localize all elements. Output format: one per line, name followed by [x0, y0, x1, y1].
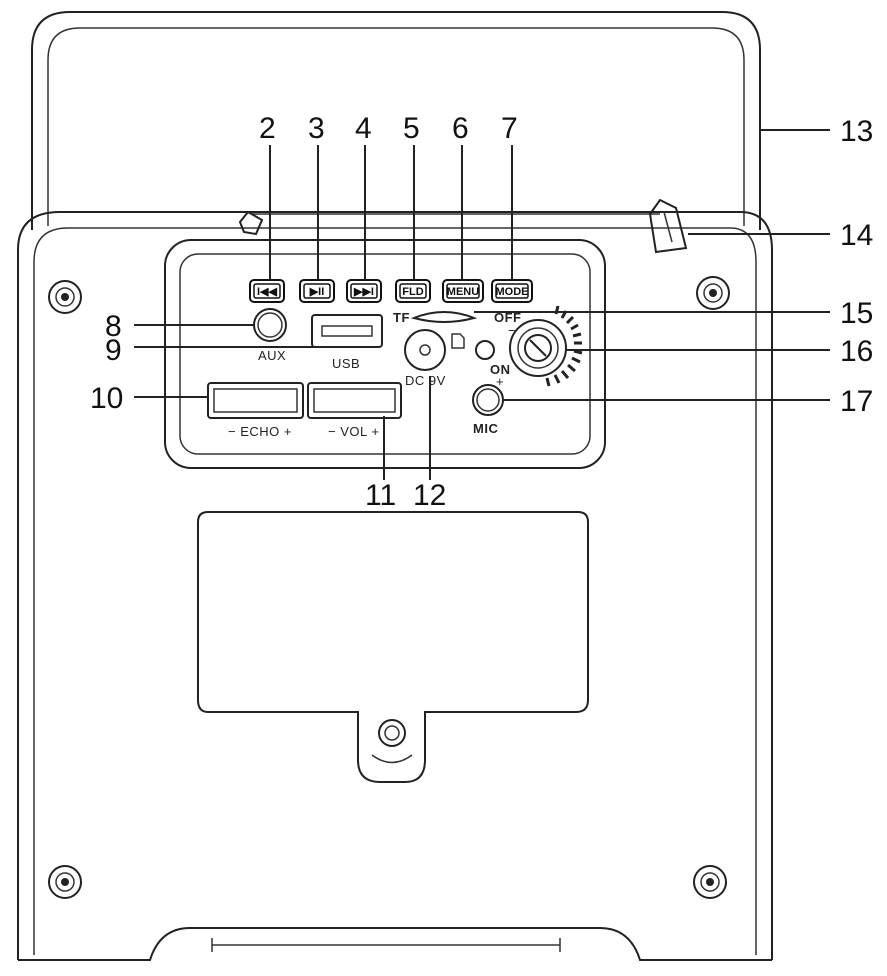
plus-label: + — [496, 374, 504, 389]
callout-5: 5 — [403, 112, 420, 145]
off-label: OFF — [494, 310, 522, 325]
callout-12: 12 — [413, 479, 446, 512]
callout-10: 10 — [90, 382, 123, 415]
next-track-label: ▶▶I — [353, 286, 374, 298]
dc-power-jack[interactable] — [404, 329, 446, 371]
usb-label: USB — [332, 356, 360, 371]
screw-hole-top-left — [48, 280, 82, 314]
mode-label: MODE — [496, 286, 529, 298]
callout-6: 6 — [452, 112, 469, 145]
callout-11: 11 — [365, 479, 396, 512]
battery-cover[interactable] — [197, 511, 589, 783]
screw-hole-bottom-right — [693, 865, 727, 899]
next-track-button[interactable]: ▶▶I — [346, 279, 382, 303]
mic-label: MIC — [473, 421, 498, 436]
aux-label: AUX — [258, 348, 286, 363]
menu-label: MENU — [447, 286, 479, 298]
echo-label: − ECHO + — [228, 424, 292, 439]
dc-label: DC 9V — [405, 373, 446, 388]
fld-label: FLD — [402, 286, 423, 298]
callout-leaders — [134, 129, 830, 480]
callout-17: 17 — [840, 385, 873, 418]
callout-7: 7 — [501, 112, 518, 145]
tf-card-slot[interactable] — [410, 311, 478, 323]
mode-button[interactable]: MODE — [491, 279, 533, 303]
knob-scale — [545, 305, 583, 387]
fld-button[interactable]: FLD — [395, 279, 431, 303]
play-pause-label: ▶II — [309, 286, 325, 298]
mic-jack[interactable] — [472, 384, 504, 416]
aux-jack[interactable] — [253, 308, 287, 342]
tf-label: TF — [393, 310, 410, 325]
callout-15: 15 — [840, 297, 873, 330]
antenna — [238, 198, 688, 254]
callout-14: 14 — [840, 219, 873, 252]
callout-2: 2 — [259, 112, 276, 145]
screw-hole-bottom-left — [48, 865, 82, 899]
prev-track-button[interactable]: I◀◀ — [249, 279, 285, 303]
usb-port[interactable] — [311, 314, 383, 348]
callout-13: 13 — [840, 115, 873, 148]
battery-cover-screw — [371, 719, 413, 764]
volume-wheel[interactable] — [307, 382, 402, 419]
power-volume-knob[interactable] — [509, 319, 567, 377]
play-pause-button[interactable]: ▶II — [299, 279, 335, 303]
screw-hole-top-right — [696, 276, 730, 310]
callout-3: 3 — [308, 112, 325, 145]
on-label: ON — [490, 362, 511, 377]
handle — [31, 11, 761, 230]
sd-card-icon — [451, 333, 465, 349]
callout-9: 9 — [105, 334, 122, 367]
echo-wheel[interactable] — [207, 382, 304, 419]
vol-label: − VOL + — [328, 424, 379, 439]
minus-label: − — [508, 323, 516, 338]
prev-track-label: I◀◀ — [257, 286, 278, 298]
led-indicator — [475, 340, 495, 360]
callout-8: 8 — [105, 310, 122, 343]
menu-button[interactable]: MENU — [442, 279, 484, 303]
callout-16: 16 — [840, 335, 873, 368]
callout-4: 4 — [355, 112, 372, 145]
